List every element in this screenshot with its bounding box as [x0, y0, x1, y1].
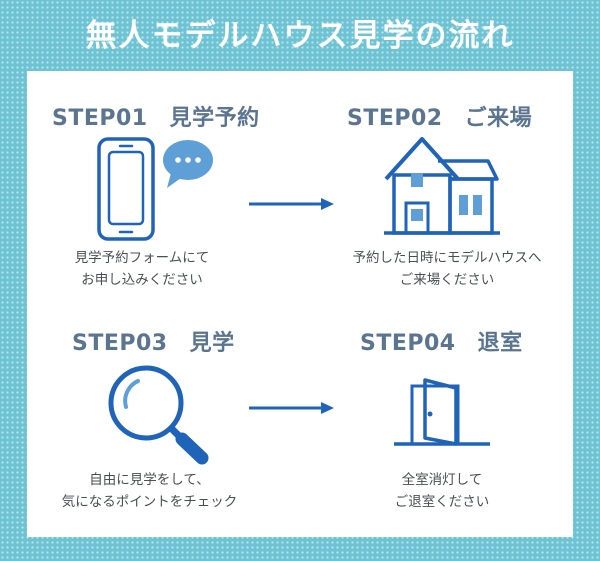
step-02-name: ご来場 — [464, 106, 533, 131]
step-02-description: 予約した日時にモデルハウスへ ご来場ください — [332, 247, 562, 291]
step-03-description: 自由に見学をして、 気になるポイントをチェック — [57, 469, 242, 513]
step-04-description: 全室消灯して ご退室ください — [357, 469, 527, 513]
step-01-name: 見学予約 — [169, 106, 260, 131]
step-04-label: STEP04 — [360, 331, 456, 356]
step-04-name: 退室 — [477, 331, 523, 356]
step-03-heading: STEP03 見学 — [72, 325, 235, 357]
arrow-step1-to-step2-icon — [249, 198, 334, 210]
step-02-heading: STEP02 ご来場 — [347, 100, 532, 132]
step-04-heading: STEP04 退室 — [360, 325, 523, 357]
magnifier-icon — [108, 365, 209, 465]
step-01-description: 見学予約フォームにて お申し込みください — [57, 247, 227, 291]
step-03-desc-line2: 気になるポイントをチェック — [61, 494, 238, 510]
page-title: 無人モデルハウス見学の流れ — [85, 18, 515, 54]
open-door-icon — [394, 378, 490, 446]
step-04-desc-line1: 全室消灯して — [401, 472, 483, 488]
step-03-label: STEP03 — [72, 331, 168, 356]
house-icon — [384, 137, 500, 235]
step-04-desc-line2: ご退室ください — [394, 494, 490, 510]
step-03-name: 見学 — [189, 331, 235, 356]
step-02-label: STEP02 — [347, 106, 443, 131]
step-01-desc-line2: お申し込みください — [81, 272, 203, 288]
step-02-desc-line1: 予約した日時にモデルハウスへ — [352, 250, 542, 266]
smartphone-chat-icon — [97, 137, 213, 241]
step-01-desc-line1: 見学予約フォームにて — [74, 250, 210, 266]
steps-panel: STEP01 見学予約 見学予約フォームにて お申し込みください STEP02 ご来… — [27, 71, 573, 537]
arrow-step3-to-step4-icon — [249, 402, 334, 414]
step-01-label: STEP01 — [52, 106, 148, 131]
step-02-desc-line2: ご来場ください — [399, 272, 495, 288]
step-01-heading: STEP01 見学予約 — [52, 100, 260, 132]
step-03-desc-line1: 自由に見学をして、 — [89, 472, 210, 488]
